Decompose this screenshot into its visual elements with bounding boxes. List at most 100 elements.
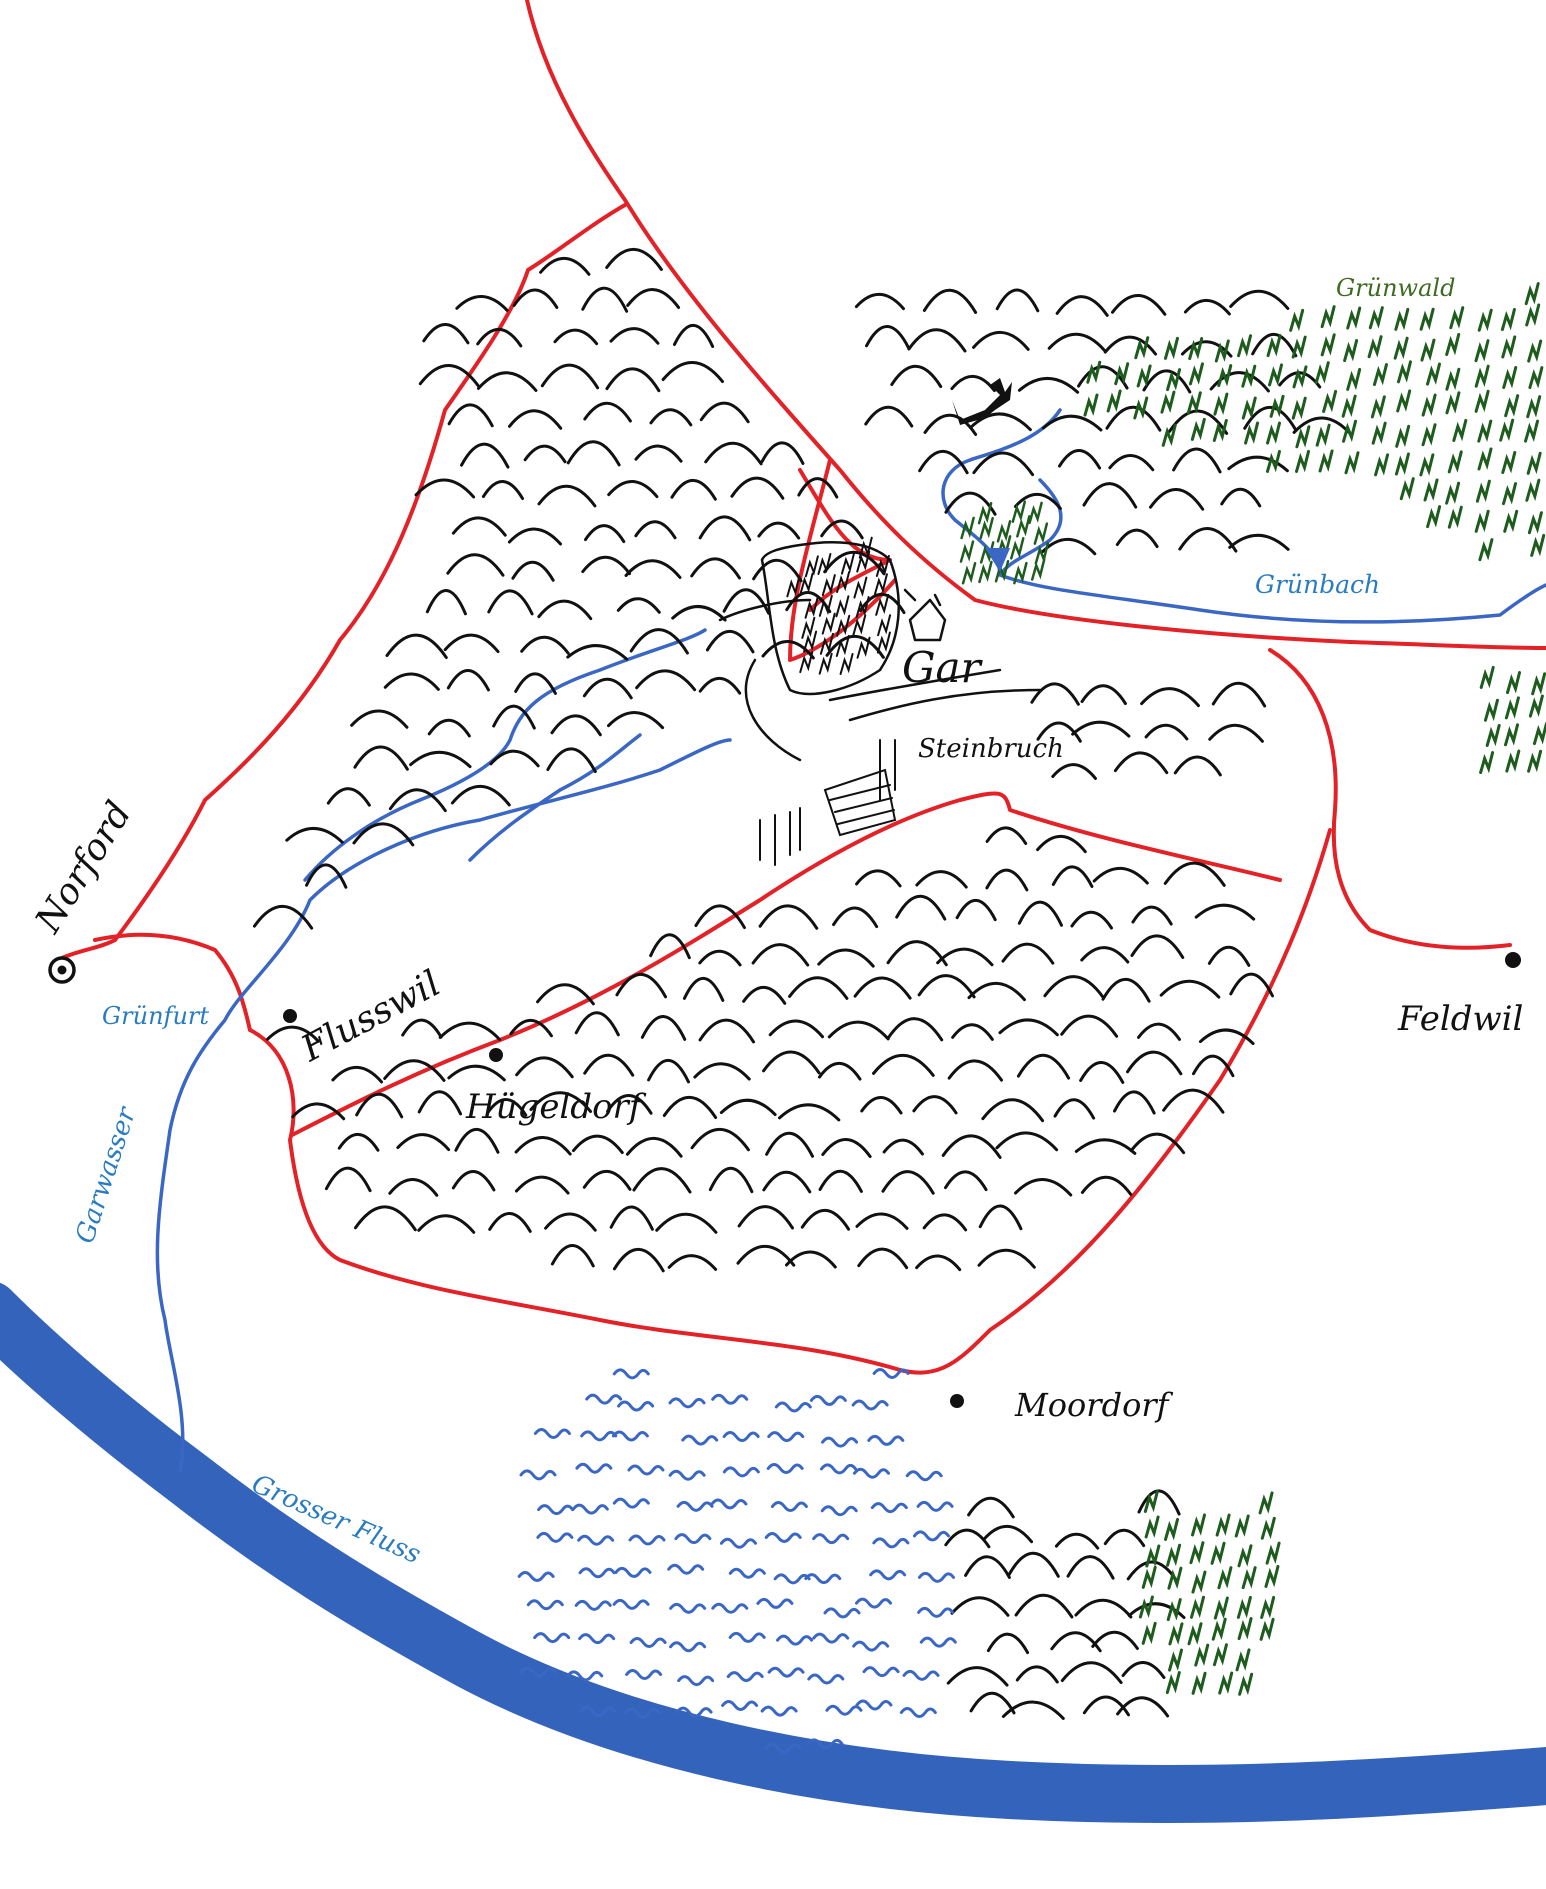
hill-mark xyxy=(944,491,997,516)
hill-mark xyxy=(446,553,505,577)
hill-mark xyxy=(427,718,471,738)
marsh-wave xyxy=(825,1704,863,1716)
tree-mark xyxy=(1083,393,1099,417)
tree-mark xyxy=(1314,361,1330,385)
hill-mark xyxy=(672,324,715,348)
marsh-wave xyxy=(674,1533,712,1545)
hill-mark xyxy=(1074,1598,1133,1619)
hill-mark xyxy=(1014,1178,1073,1197)
tree-mark xyxy=(1217,1566,1233,1590)
hill-mark xyxy=(523,444,567,464)
road-north xyxy=(525,0,1546,650)
hill-mark xyxy=(995,1131,1059,1152)
hill-mark xyxy=(1159,979,1221,999)
tree-mark xyxy=(1503,509,1519,533)
hill-mark xyxy=(326,787,371,807)
tree-mark xyxy=(876,631,891,654)
hill-mark xyxy=(487,589,534,616)
hill-mark xyxy=(1103,1528,1146,1548)
hill-mark xyxy=(607,480,659,499)
marsh-wave xyxy=(669,1641,707,1653)
hill-mark xyxy=(671,605,727,622)
hill-mark xyxy=(946,1666,1009,1687)
moordorf-dot-icon xyxy=(950,1394,964,1408)
hill-mark xyxy=(1243,405,1298,432)
marsh-wave xyxy=(767,1666,805,1678)
tree-mark xyxy=(1187,1622,1203,1646)
tree-mark xyxy=(1341,394,1357,418)
hill-mark xyxy=(1080,684,1127,706)
hill-mark xyxy=(331,1065,384,1084)
tree-mark xyxy=(1395,424,1411,448)
tree-mark xyxy=(1212,418,1228,442)
hill-mark xyxy=(451,1170,496,1192)
label-gar: Gar xyxy=(902,643,984,692)
marsh-wave xyxy=(764,1742,802,1754)
hills xyxy=(252,248,1353,1720)
tree-mark xyxy=(877,614,892,637)
hill-mark xyxy=(737,1205,794,1230)
marsh-wave xyxy=(862,1666,900,1678)
marsh-wave xyxy=(870,1502,908,1514)
marsh-wave xyxy=(519,1666,557,1678)
tree-mark xyxy=(1189,1541,1205,1565)
tree-mark xyxy=(1526,451,1542,475)
hill-mark xyxy=(417,1090,463,1116)
hill-mark xyxy=(401,1018,443,1039)
marsh-wave xyxy=(721,1699,759,1711)
hill-mark xyxy=(1130,934,1185,959)
tree-mark xyxy=(875,593,890,616)
hill-mark xyxy=(662,1096,718,1120)
hill-mark xyxy=(825,634,885,659)
marsh-wave xyxy=(852,1640,890,1652)
hill-mark xyxy=(698,515,752,542)
tree-mark xyxy=(1133,396,1149,420)
tree-mark xyxy=(1346,367,1362,391)
hill-mark xyxy=(583,401,632,423)
hill-mark xyxy=(882,1138,924,1156)
hill-mark xyxy=(667,1254,718,1271)
tree-mark xyxy=(1264,1564,1280,1588)
hill-mark xyxy=(751,943,810,967)
marsh-wave xyxy=(627,1464,665,1476)
hill-mark xyxy=(1001,942,1055,965)
hill-mark xyxy=(609,1205,654,1231)
tree-mark xyxy=(1525,478,1541,502)
hill-mark xyxy=(572,1134,624,1155)
tree-mark xyxy=(799,572,814,595)
marsh-wave xyxy=(526,1599,564,1611)
hill-mark xyxy=(955,899,997,922)
hill-mark xyxy=(417,1214,476,1234)
tree-mark xyxy=(996,520,1012,543)
tree-mark xyxy=(1166,1598,1182,1622)
road-hugeldorf-loop xyxy=(248,828,1332,1375)
hill-mark xyxy=(1066,1555,1115,1580)
hill-mark xyxy=(507,527,563,546)
tree-mark xyxy=(1419,307,1435,331)
marsh-wave xyxy=(820,1505,858,1517)
hill-mark xyxy=(907,328,967,353)
hill-mark xyxy=(583,1053,635,1077)
marsh-wave xyxy=(820,1463,858,1475)
hill-mark xyxy=(855,1212,909,1230)
hill-mark xyxy=(383,1059,446,1082)
hill-mark xyxy=(762,1050,821,1075)
tree-mark xyxy=(1421,393,1437,417)
tree-mark xyxy=(994,559,1010,583)
hill-mark xyxy=(409,750,472,769)
tree-mark xyxy=(1166,368,1182,392)
hill-mark xyxy=(265,1025,320,1043)
marsh-wave xyxy=(612,1598,650,1610)
quarry xyxy=(759,739,897,866)
hill-mark xyxy=(640,1015,687,1041)
tree-mark xyxy=(835,595,850,618)
hill-mark xyxy=(1060,1014,1119,1038)
tree-mark xyxy=(1399,477,1415,501)
tree-mark xyxy=(856,550,871,573)
tree-mark xyxy=(1136,364,1152,388)
hill-mark xyxy=(1014,1593,1074,1619)
hill-mark xyxy=(761,640,815,660)
hill-mark xyxy=(1142,369,1192,394)
tree-mark xyxy=(818,652,833,675)
